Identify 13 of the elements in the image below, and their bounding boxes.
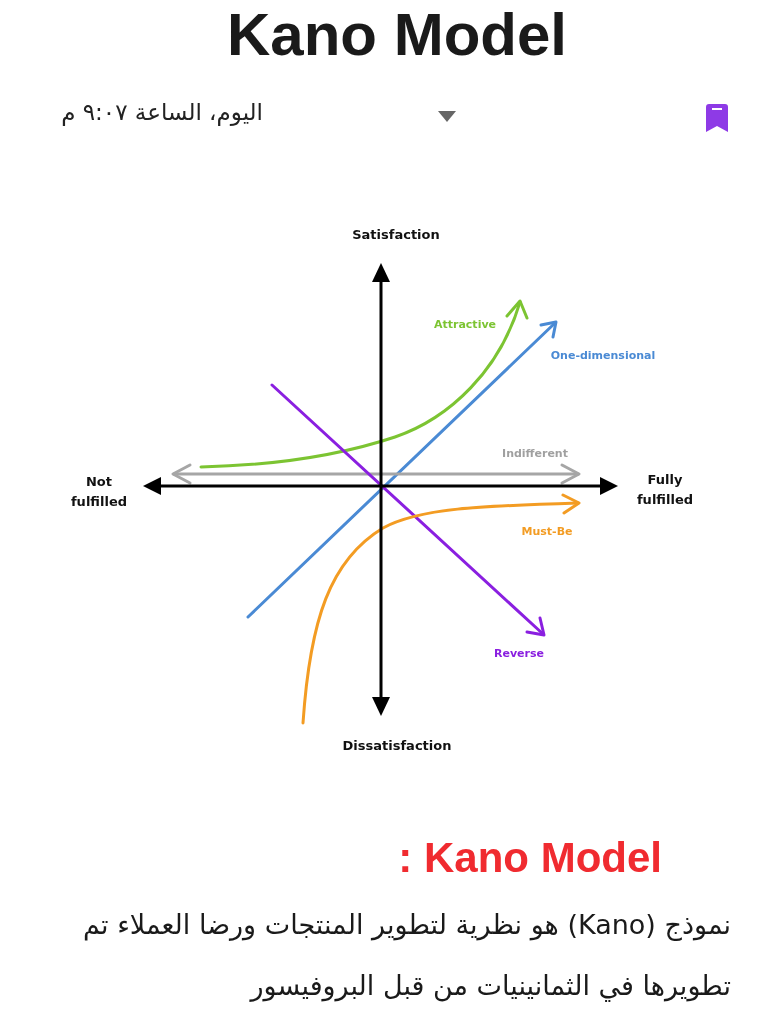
body-paragraph: نموذج (Kano) هو نظرية لتطوير المنتجات ورضا العملاء تم تطويرها في الثمانينيات من قبل البروفيسور bbox=[82, 908, 731, 1004]
curve-label: Reverse bbox=[494, 647, 544, 661]
page-title: Kano Model bbox=[227, 0, 567, 70]
timestamp: اليوم، الساعة ٩:٠٧ م bbox=[61, 99, 263, 127]
curve-label: One-dimensional bbox=[550, 349, 656, 363]
curve-label: Indifferent bbox=[502, 447, 568, 461]
section-heading: : Kano Model bbox=[398, 832, 662, 883]
curve-label: Must-Be bbox=[521, 525, 573, 539]
axis-label: Satisfaction bbox=[352, 227, 440, 243]
curve-label: Attractive bbox=[433, 318, 497, 332]
axis-label: Dissatisfaction bbox=[342, 738, 452, 754]
axis-label: Fully fulfilled bbox=[635, 471, 694, 509]
axis-label: Not fulfilled bbox=[69, 473, 128, 511]
